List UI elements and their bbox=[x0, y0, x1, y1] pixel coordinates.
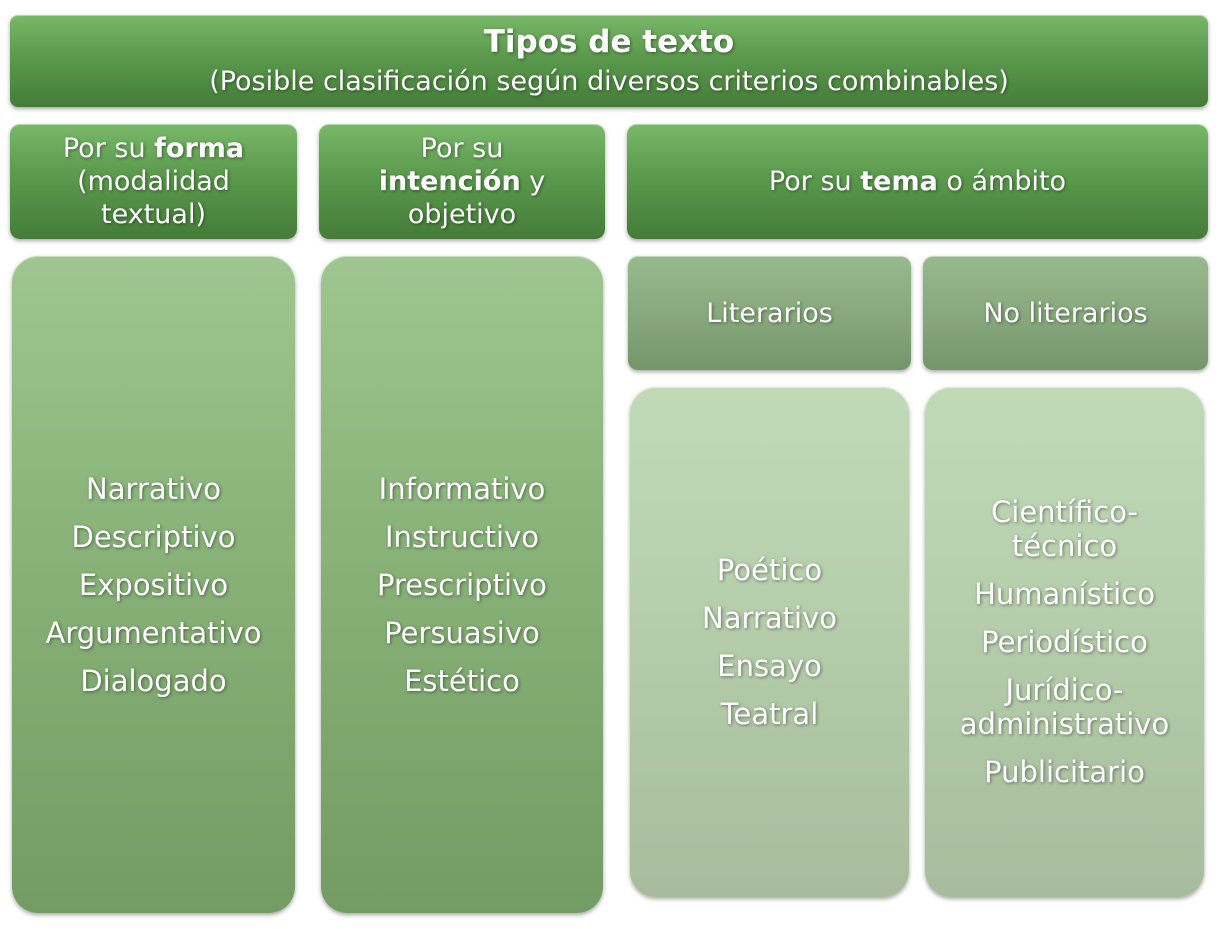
list-item: Prescriptivo bbox=[377, 567, 547, 602]
subheader-no-literarios: No literarios bbox=[923, 256, 1208, 370]
diagram-subtitle: (Posible clasificación según diversos cr… bbox=[209, 66, 1009, 97]
header-intencion-line2: intención y bbox=[378, 166, 546, 197]
list-item: Publicitario bbox=[984, 755, 1145, 789]
list-item: Poético bbox=[716, 553, 823, 587]
header-forma-line1: Por su forma bbox=[62, 133, 245, 164]
list-item: Informativo bbox=[378, 471, 546, 506]
list-item: Descriptivo bbox=[71, 519, 236, 554]
title-box: Tipos de texto (Posible clasificación se… bbox=[10, 15, 1208, 107]
list-forma: Narrativo Descriptivo Expositivo Argumen… bbox=[12, 256, 295, 913]
list-item: Humanístico bbox=[974, 577, 1155, 611]
list-item: Teatral bbox=[720, 697, 819, 731]
header-tema: Por su tema o ámbito bbox=[627, 124, 1208, 239]
list-item: Estético bbox=[404, 663, 520, 698]
list-no-literarios: Científico-técnico Humanístico Periodíst… bbox=[925, 387, 1204, 897]
list-item: Narrativo bbox=[86, 471, 221, 506]
list-item: Persuasivo bbox=[384, 615, 540, 650]
header-intencion: Por su intención y objetivo bbox=[319, 124, 605, 239]
list-item: Instructivo bbox=[385, 519, 539, 554]
subheader-literarios: Literarios bbox=[628, 256, 911, 370]
header-forma-line2: (modalidad bbox=[77, 166, 230, 197]
header-forma: Por su forma (modalidad textual) bbox=[10, 124, 297, 239]
list-literarios: Poético Narrativo Ensayo Teatral bbox=[630, 387, 909, 897]
diagram-title: Tipos de texto bbox=[483, 24, 735, 60]
list-item: Expositivo bbox=[78, 567, 229, 602]
header-forma-line3: textual) bbox=[101, 199, 206, 230]
list-item: Argumentativo bbox=[45, 615, 262, 650]
list-intencion: Informativo Instructivo Prescriptivo Per… bbox=[321, 256, 603, 913]
header-intencion-line1: Por su bbox=[420, 133, 504, 164]
list-item: Dialogado bbox=[80, 663, 227, 698]
list-item: Narrativo bbox=[702, 601, 837, 635]
list-item-cientifico: Científico-técnico bbox=[991, 495, 1138, 563]
header-tema-line: Por su tema o ámbito bbox=[768, 166, 1067, 197]
list-item-juridico: Jurídico-administrativo bbox=[959, 673, 1170, 741]
list-item: Periodístico bbox=[981, 625, 1148, 659]
header-intencion-line3: objetivo bbox=[407, 199, 517, 230]
list-item: Ensayo bbox=[717, 649, 822, 683]
